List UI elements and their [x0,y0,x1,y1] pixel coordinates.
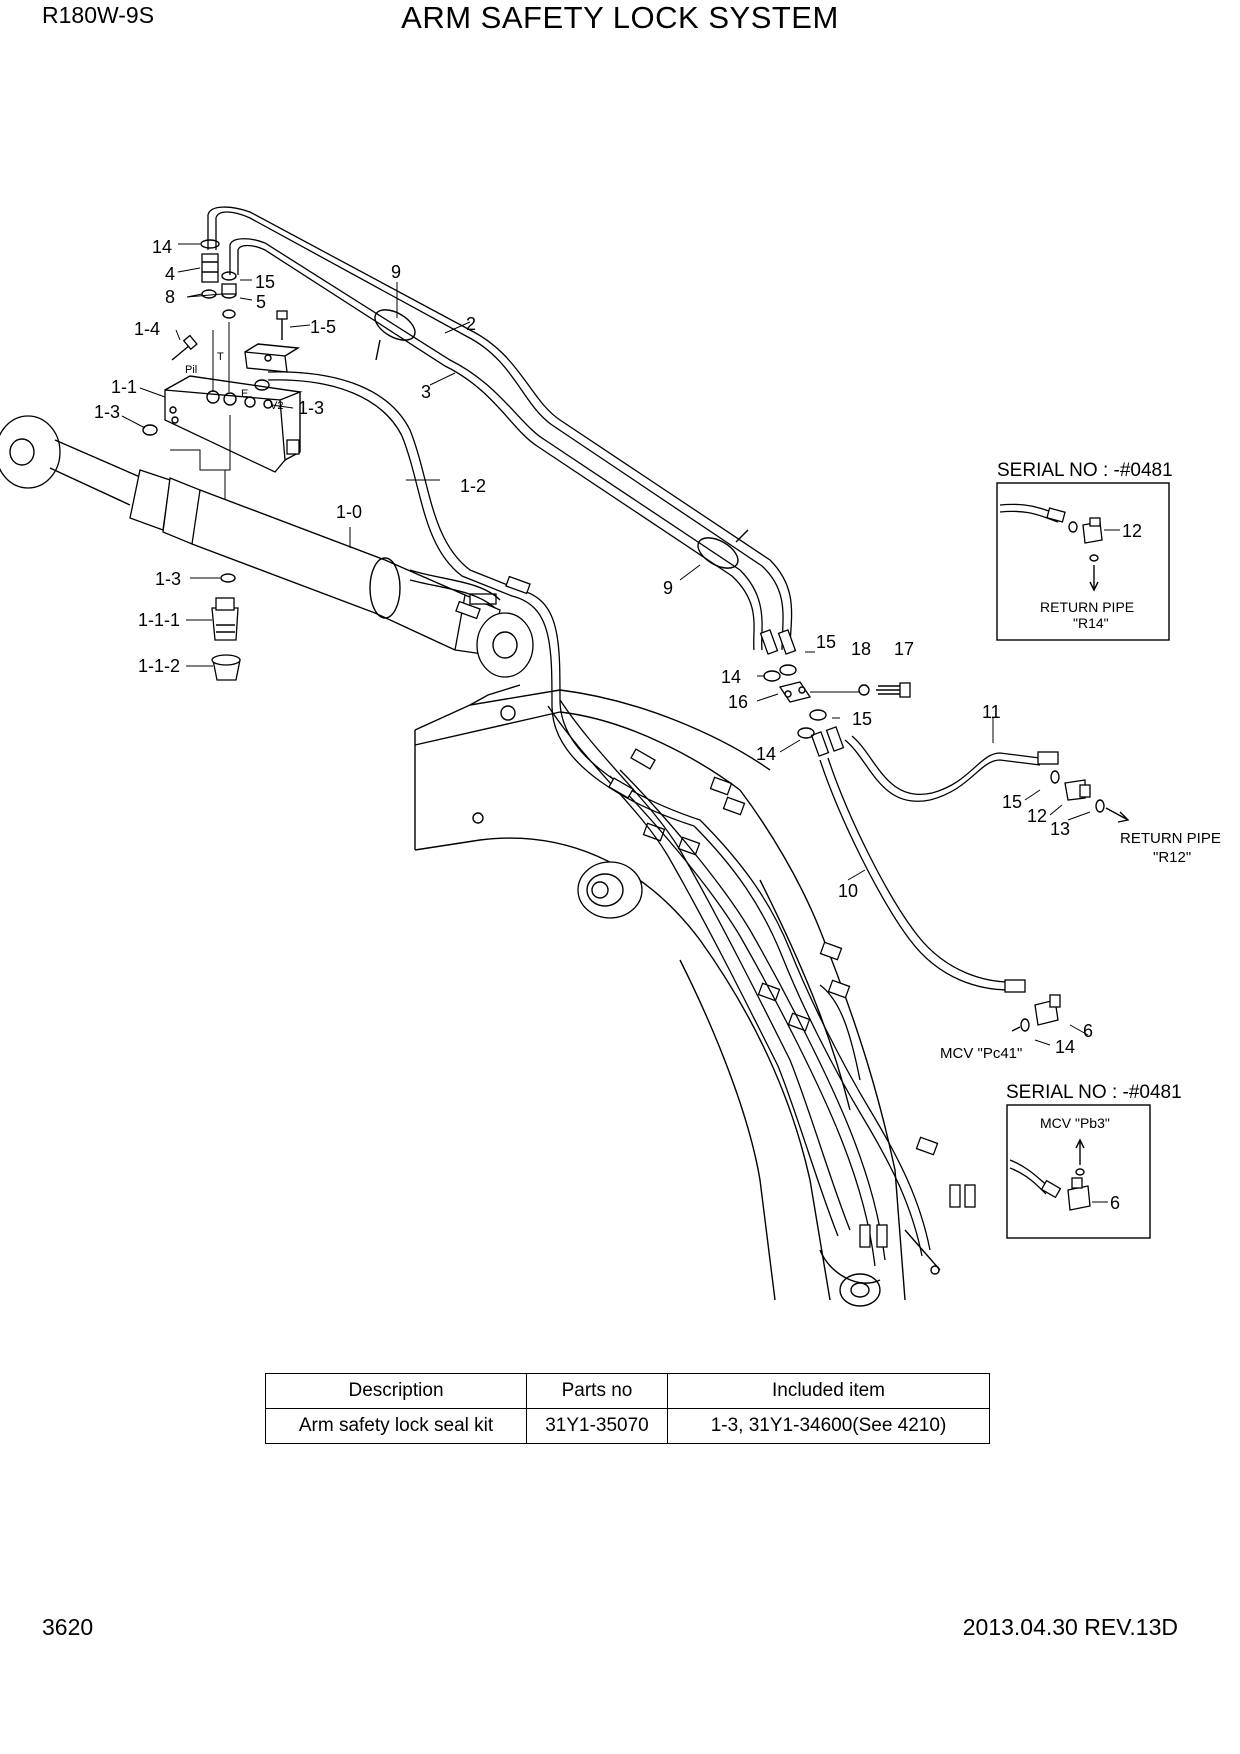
callout-14: 14 [152,237,172,257]
port-relief-fittings [211,573,241,681]
mcv-pc41-note: MCV "Pc41" [940,1045,1022,1062]
callout-15-block-top: 15 [816,632,836,652]
callout-1-3-cylinder: 1-3 [155,569,181,589]
destination-notes: RETURN PIPE "R12" MCV "Pc41" [940,830,1221,1062]
cell-parts-no: 31Y1-35070 [526,1408,668,1444]
cell-included-item: 1-3, 31Y1-34600(See 4210) [667,1408,990,1444]
port-label-v2: V2 [270,400,283,412]
return-pipe-r12-line2: "R12" [1153,849,1191,866]
column-header-description: Description [265,1373,527,1409]
column-header-parts-no: Parts no [526,1373,668,1409]
column-header-included-item: Included item [667,1373,990,1409]
callout-4: 4 [165,264,175,284]
model-number: R180W-9S [42,2,155,28]
port-label-t: T [217,351,224,363]
inset-top-note-line2: "R14" [1073,615,1109,631]
callout-1-1: 1-1 [111,377,137,397]
return-pipe-r12-line1: RETURN PIPE [1120,830,1221,847]
callout-15-return: 15 [1002,792,1022,812]
table-header-row: Description Parts no Included item [265,1373,990,1409]
page-number: 3620 [42,1614,94,1640]
inset-bottom-note: MCV "Pb3" [1040,1115,1110,1131]
hose-routing [207,206,1059,1267]
callout-2: 2 [466,314,476,334]
callout-1-3-valve-right: 1-3 [298,398,324,418]
callout-9-lower: 9 [663,578,673,598]
return-line-fittings [1011,770,1130,1032]
port-label-e: E [241,388,248,400]
boom-drawing [414,684,941,1307]
revision-date: 2013.04.30 REV.13D [962,1614,1178,1640]
callout-1-3-valve-left: 1-3 [94,402,120,422]
callout-11: 11 [982,702,1001,722]
safety-lock-valve-drawing [142,310,303,500]
callout-16: 16 [728,692,748,712]
callout-14-block-bottom: 14 [756,744,776,764]
callout-5: 5 [256,292,266,312]
callout-leaders [121,243,1091,1046]
inset-top-note-line1: RETURN PIPE [1040,599,1134,615]
callout-numbers: 14 4 15 8 5 1-4 1-5 1-1 1-3 1-3 1-2 1-0 … [94,237,1093,1057]
callout-1-1-2: 1-1-2 [138,656,180,676]
callout-1-1-1: 1-1-1 [138,610,180,630]
inset-top-heading: SERIAL NO : -#0481 [997,460,1173,481]
callout-15: 15 [255,272,275,292]
callout-18: 18 [851,639,871,659]
callout-14-block-top: 14 [721,667,741,687]
callout-1-4: 1-4 [134,319,160,339]
callout-10: 10 [838,881,858,901]
callout-8: 8 [165,287,175,307]
valve-fittings-stack [200,239,237,319]
callout-12-inset: 12 [1122,521,1142,541]
callout-1-0: 1-0 [336,502,362,522]
inset-bottom-heading: SERIAL NO : -#0481 [1006,1082,1182,1103]
inset-serial-bottom: SERIAL NO : -#0481 MCV "Pb3" 6 [1006,1082,1182,1239]
page-title: ARM SAFETY LOCK SYSTEM [401,0,839,35]
callout-1-5: 1-5 [310,317,336,337]
callout-17: 17 [894,639,914,659]
callout-1-2: 1-2 [460,476,486,496]
callout-15-block-bottom: 15 [852,709,872,729]
cell-description: Arm safety lock seal kit [265,1408,527,1444]
callout-9-upper: 9 [391,262,401,282]
valve-port-labels: Pil T E V2 [185,351,283,412]
hose-block-parts [763,664,911,739]
table-row: Arm safety lock seal kit 31Y1-35070 1-3,… [265,1408,990,1444]
callout-13: 13 [1050,819,1070,839]
callout-3: 3 [421,382,431,402]
seal-kit-table: Description Parts no Included item Arm s… [265,1373,990,1444]
callout-12: 12 [1027,806,1047,826]
callout-6-inset: 6 [1110,1193,1120,1213]
callout-14-mcv: 14 [1055,1037,1075,1057]
callout-6: 6 [1083,1021,1093,1041]
inset-serial-top: SERIAL NO : -#0481 12 RETURN PIPE "R14" [996,460,1173,641]
port-label-pil: Pil [185,364,197,376]
